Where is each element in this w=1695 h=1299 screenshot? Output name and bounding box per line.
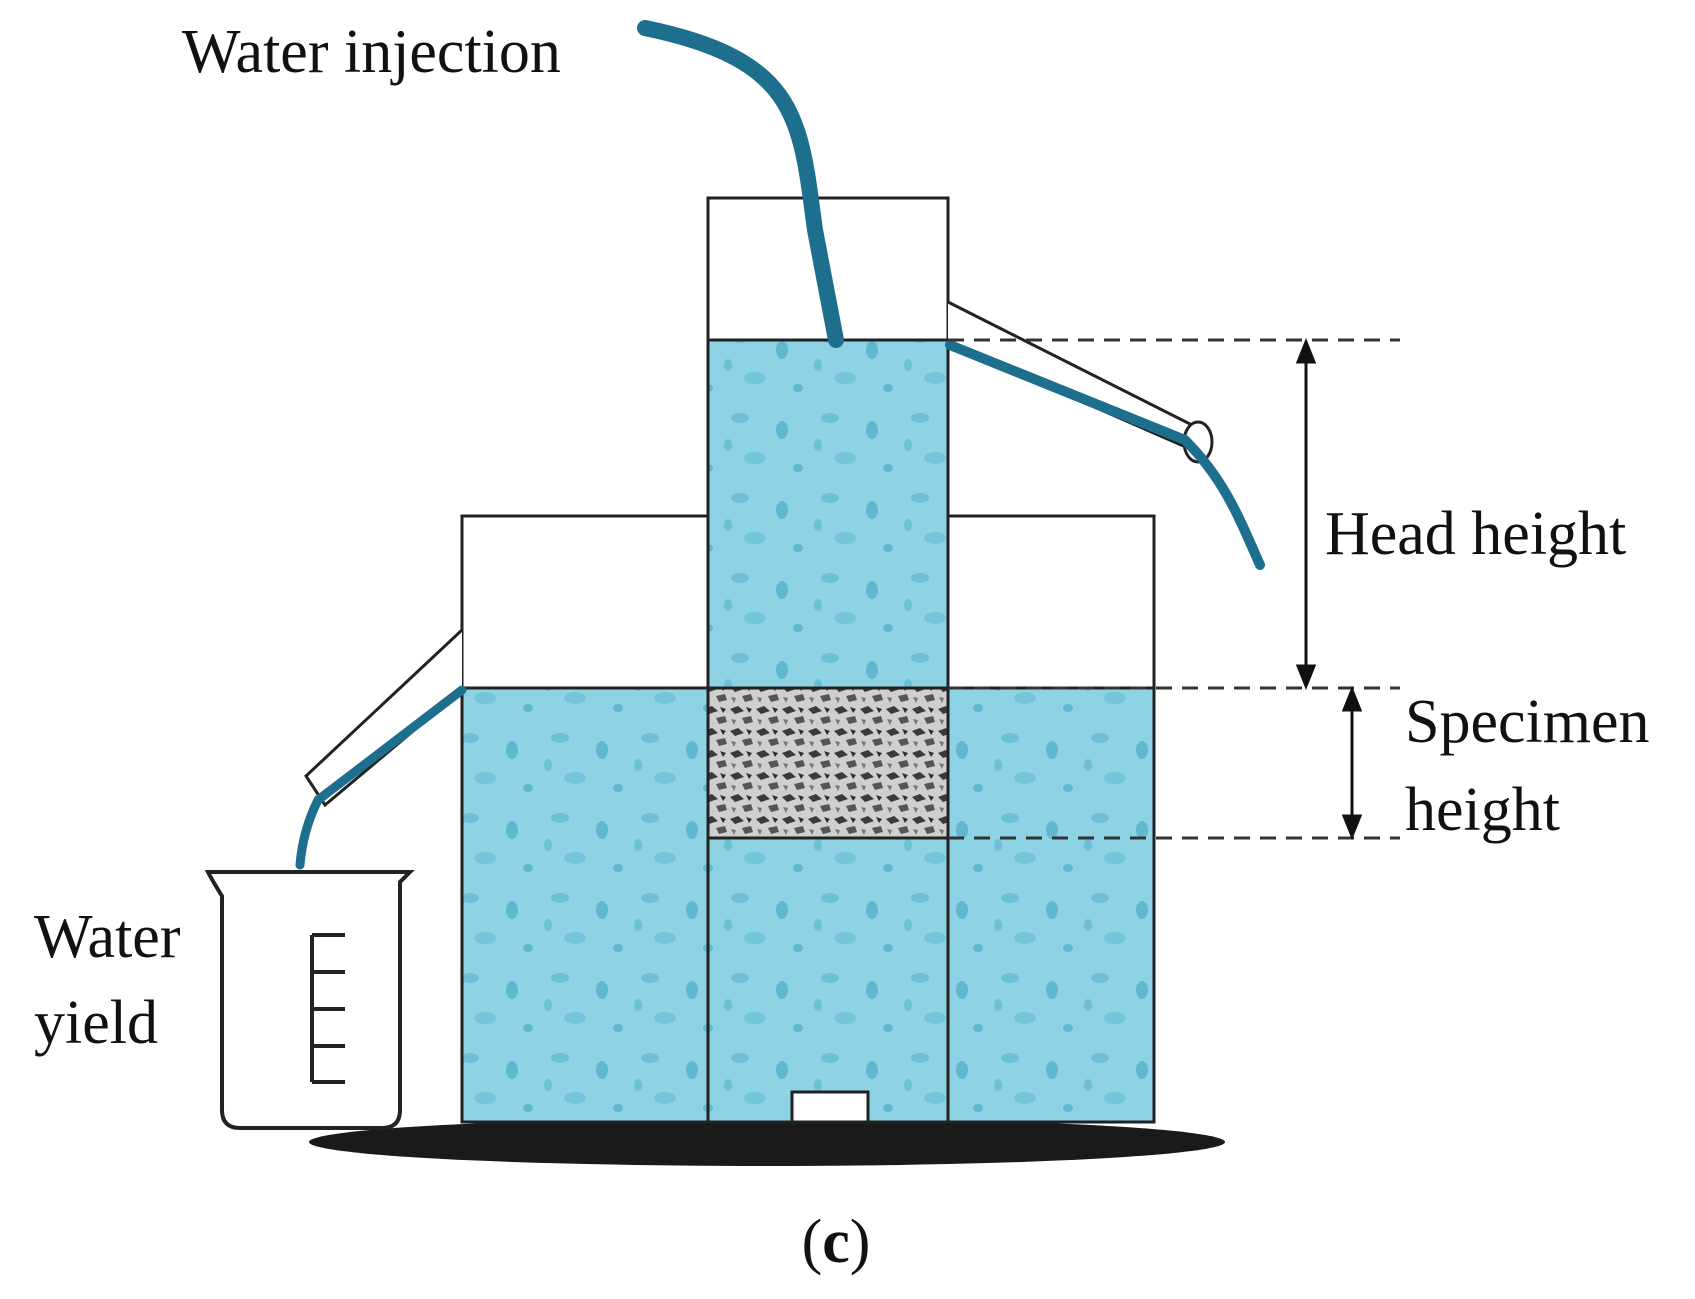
beaker-graduations bbox=[310, 933, 345, 1084]
caption-close-paren: ) bbox=[850, 1208, 871, 1276]
label-head-height: Head height bbox=[1325, 500, 1626, 568]
specimen-height-arrow bbox=[1341, 685, 1363, 841]
base-plate bbox=[309, 1118, 1225, 1166]
outer-tank-right-water bbox=[946, 686, 1156, 1124]
column-lower-water bbox=[706, 836, 950, 1124]
label-water-yield-line2: yield bbox=[34, 989, 158, 1057]
figure-caption: (c) bbox=[802, 1208, 871, 1276]
outer-tank-left-upper bbox=[460, 514, 710, 690]
outer-tank-right-upper bbox=[946, 514, 1156, 690]
drain-stub bbox=[790, 1090, 870, 1124]
label-specimen-line2: height bbox=[1405, 776, 1560, 844]
label-water-yield-line1: Water bbox=[34, 903, 181, 971]
column-upper-water bbox=[706, 338, 950, 690]
specimen bbox=[706, 686, 950, 840]
overflow-water-right bbox=[945, 340, 1265, 570]
caption-letter: c bbox=[822, 1208, 850, 1276]
head-height-arrow bbox=[1295, 337, 1317, 691]
outer-tank-left-water bbox=[460, 686, 710, 1124]
outflow-water-left bbox=[295, 685, 467, 870]
outflow-spout-left bbox=[304, 628, 464, 808]
beaker bbox=[204, 870, 415, 1130]
water-injection-tube bbox=[637, 20, 844, 348]
label-water-injection: Water injection bbox=[182, 18, 561, 86]
caption-open-paren: ( bbox=[802, 1208, 823, 1276]
label-specimen-line1: Specimen bbox=[1405, 688, 1650, 756]
reference-lines bbox=[948, 338, 1400, 840]
